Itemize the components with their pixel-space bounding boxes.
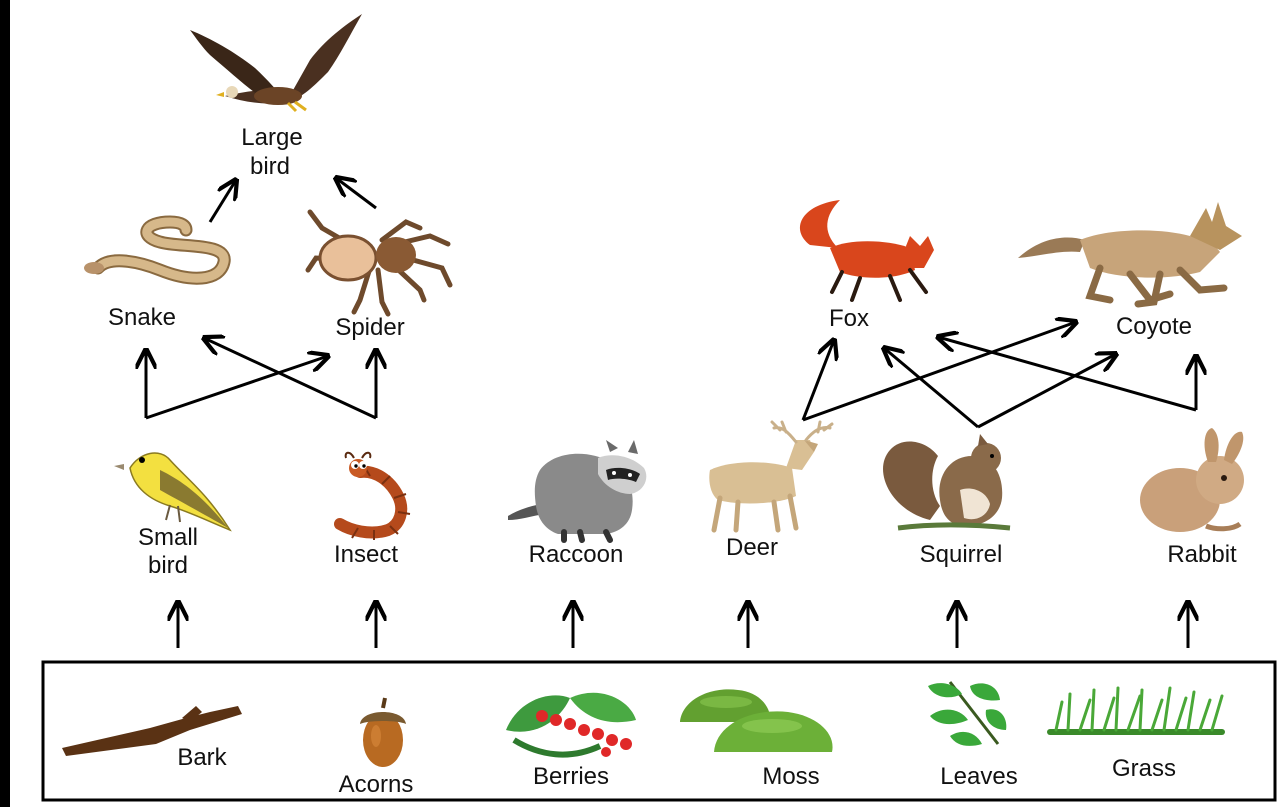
coyote-label: Coyote (1116, 313, 1192, 340)
insect-icon (340, 453, 410, 540)
node-spider: Spider (308, 212, 450, 341)
producers-box: Bark Acorns (43, 662, 1275, 800)
node-snake: Snake (84, 222, 224, 331)
deer-icon (709, 422, 832, 530)
moss-label: Moss (762, 763, 819, 790)
node-small-bird: Small bird (114, 453, 230, 579)
small-bird-icon (114, 453, 230, 530)
node-insect: Insect (334, 453, 410, 568)
raccoon-label: Raccoon (529, 541, 624, 568)
raccoon-icon (508, 440, 646, 540)
spider-icon (308, 212, 450, 314)
arrow-squirrel-to-fox (884, 348, 978, 427)
squirrel-label: Squirrel (920, 541, 1003, 568)
node-large-bird: Large bird (190, 14, 362, 180)
snake-label: Snake (108, 304, 176, 331)
snake-icon (84, 222, 224, 278)
food-web-diagram: Large bird Snake (10, 0, 1281, 807)
arrow-rabbit-to-fox (938, 337, 1196, 410)
arrow-insect-to-snake (204, 338, 376, 418)
grass-label: Grass (1112, 755, 1176, 782)
acorns-label: Acorns (339, 771, 414, 798)
arrow-deer-to-fox (803, 340, 834, 420)
node-squirrel: Squirrel (883, 434, 1010, 568)
deer-label: Deer (726, 534, 778, 561)
squirrel-icon (883, 434, 1010, 528)
small-bird-label-line2: bird (148, 552, 188, 579)
arrow-snake-to-large-bird (210, 180, 236, 222)
rabbit-icon (1140, 428, 1244, 532)
eagle-icon (190, 14, 362, 111)
leaves-label: Leaves (940, 763, 1017, 790)
fox-label: Fox (829, 305, 869, 332)
arrow-squirrel-to-coyote (978, 354, 1116, 427)
berries-label: Berries (533, 763, 609, 790)
bark-label: Bark (177, 744, 227, 771)
arrow-small-bird-to-spider (146, 356, 328, 418)
node-fox: Fox (800, 199, 942, 332)
arrow-spider-to-large-bird (336, 178, 376, 208)
large-bird-label-line1: Large (241, 124, 302, 151)
coyote-icon (1018, 202, 1242, 304)
node-deer: Deer (709, 422, 832, 561)
spider-label: Spider (335, 314, 404, 341)
node-rabbit: Rabbit (1140, 428, 1244, 568)
diagram-canvas: Large bird Snake (10, 0, 1281, 807)
node-coyote: Coyote (1018, 202, 1242, 340)
fox-icon (800, 199, 942, 300)
insect-label: Insect (334, 541, 398, 568)
large-bird-label-line2: bird (250, 153, 290, 180)
node-raccoon: Raccoon (508, 440, 646, 568)
small-bird-label-line1: Small (138, 524, 198, 551)
rabbit-label: Rabbit (1167, 541, 1237, 568)
